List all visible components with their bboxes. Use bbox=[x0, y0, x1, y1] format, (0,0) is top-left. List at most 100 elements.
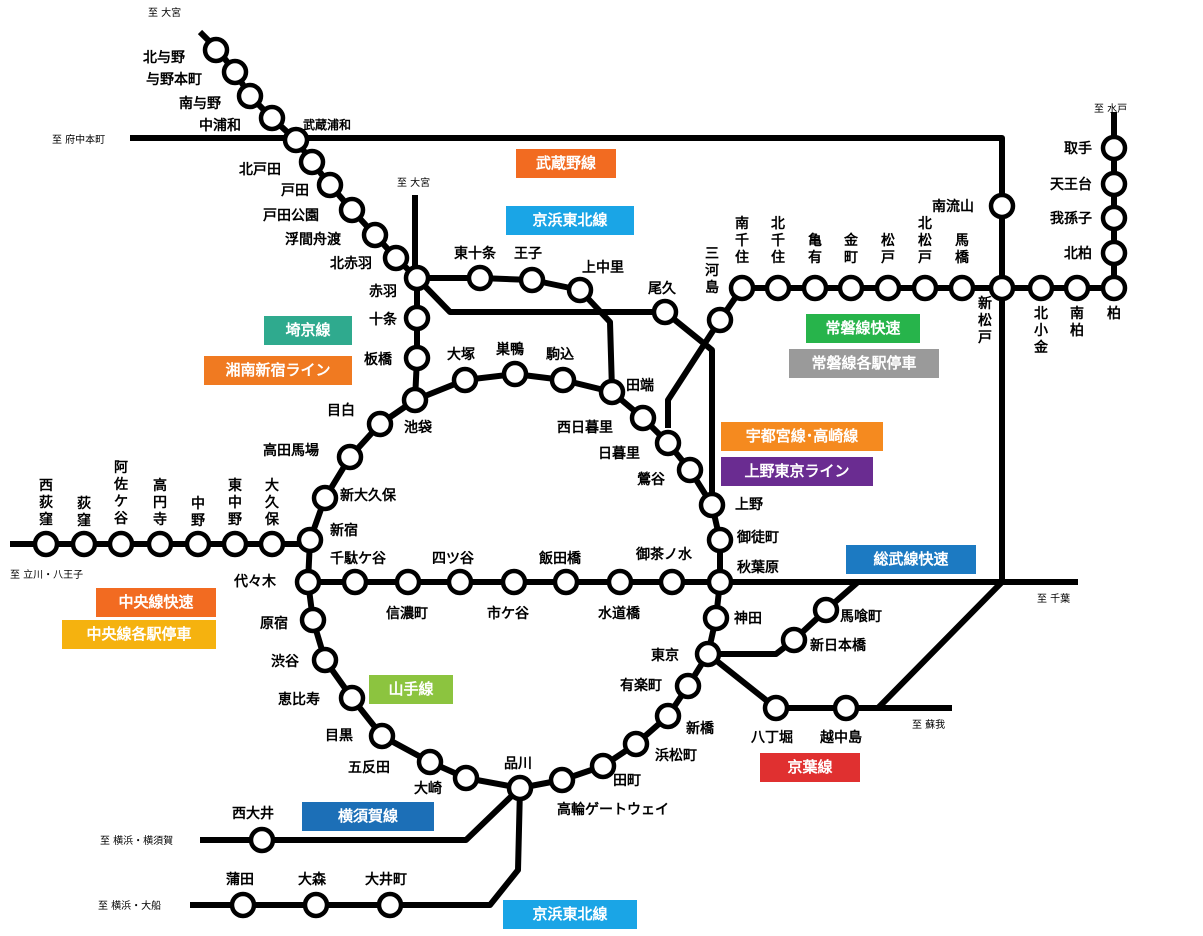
station-bakurocho[interactable] bbox=[812, 596, 840, 624]
station-kita-matsudo[interactable] bbox=[911, 274, 939, 302]
station-nippori[interactable] bbox=[654, 429, 682, 457]
station-asagaya[interactable] bbox=[107, 530, 135, 558]
station-tennodai[interactable] bbox=[1100, 170, 1128, 198]
station-shinagawa[interactable] bbox=[506, 774, 534, 802]
station-ochanomizu[interactable] bbox=[658, 568, 686, 596]
station-toda-koen[interactable] bbox=[338, 196, 366, 224]
station-abiko[interactable] bbox=[1100, 204, 1128, 232]
line-badge-utsunomiya-takasaki[interactable]: 宇都宮線･高崎線 bbox=[721, 422, 883, 451]
line-badge-joban-local[interactable]: 常磐線各駅停車 bbox=[789, 349, 939, 378]
station-etchujima[interactable] bbox=[832, 694, 860, 722]
line-badge-sobu-rapid[interactable]: 総武線快速 bbox=[846, 545, 976, 574]
station-matsudo[interactable] bbox=[874, 274, 902, 302]
station-naka-urawa[interactable] bbox=[258, 104, 286, 132]
station-sendagaya[interactable] bbox=[341, 568, 369, 596]
station-kami-nakazato[interactable] bbox=[566, 276, 594, 304]
line-badge-musashino[interactable]: 武蔵野線 bbox=[516, 149, 616, 178]
station-yurakucho[interactable] bbox=[674, 672, 702, 700]
station-itabashi[interactable] bbox=[403, 344, 431, 372]
station-ikebukuro[interactable] bbox=[401, 386, 429, 414]
station-kita-kashiwa[interactable] bbox=[1100, 239, 1128, 267]
station-okachimachi[interactable] bbox=[706, 526, 734, 554]
station-shinjuku[interactable] bbox=[296, 526, 324, 554]
station-shin-matsudo[interactable] bbox=[988, 274, 1016, 302]
station-mejiro[interactable] bbox=[366, 410, 394, 438]
station-okubo[interactable] bbox=[258, 530, 286, 558]
station-kameari[interactable] bbox=[801, 274, 829, 302]
station-takanawa-gateway[interactable] bbox=[548, 766, 576, 794]
line-badge-yokosuka[interactable]: 横須賀線 bbox=[302, 802, 434, 831]
station-toride[interactable] bbox=[1100, 134, 1128, 162]
station-minami-kashiwa[interactable] bbox=[1063, 274, 1091, 302]
station-nishi-oi[interactable] bbox=[248, 826, 276, 854]
station-osaki[interactable] bbox=[452, 764, 480, 792]
station-kita-kogane[interactable] bbox=[1027, 274, 1055, 302]
station-otsuka[interactable] bbox=[451, 366, 479, 394]
station-toda[interactable] bbox=[316, 171, 344, 199]
station-minami-nagareyama[interactable] bbox=[988, 192, 1016, 220]
station-kita-senju[interactable] bbox=[764, 274, 792, 302]
station-yono-hommachi[interactable] bbox=[221, 58, 249, 86]
station-ogikubo[interactable] bbox=[70, 530, 98, 558]
station-hatchobori[interactable] bbox=[762, 694, 790, 722]
line-badge-keihin-tohoku-top[interactable]: 京浜東北線 bbox=[506, 206, 634, 235]
station-kanamachi[interactable] bbox=[837, 274, 865, 302]
line-badge-joban-rapid[interactable]: 常磐線快速 bbox=[806, 314, 920, 343]
station-kita-yono[interactable] bbox=[202, 36, 230, 64]
line-badge-keihin-tohoku-bottom[interactable]: 京浜東北線 bbox=[503, 900, 637, 929]
line-badge-chuo-local[interactable]: 中央線各駅停車 bbox=[62, 620, 216, 649]
station-oimachi[interactable] bbox=[376, 891, 404, 919]
station-mikawashima[interactable] bbox=[706, 306, 734, 334]
station-tamachi[interactable] bbox=[589, 752, 617, 780]
station-shimbashi[interactable] bbox=[654, 702, 682, 730]
line-badge-keiyo[interactable]: 京葉線 bbox=[760, 753, 860, 782]
line-badge-saikyo[interactable]: 埼京線 bbox=[264, 316, 352, 345]
station-yotsuya[interactable] bbox=[446, 568, 474, 596]
station-nishi-nippori[interactable] bbox=[629, 404, 657, 432]
station-yoyogi[interactable] bbox=[294, 568, 322, 596]
station-kita-toda[interactable] bbox=[298, 148, 326, 176]
station-tabata[interactable] bbox=[598, 378, 626, 406]
station-ichigaya[interactable] bbox=[500, 568, 528, 596]
station-ukima-funado[interactable] bbox=[361, 221, 389, 249]
station-tokyo[interactable] bbox=[694, 640, 722, 668]
line-badge-chuo-rapid[interactable]: 中央線快速 bbox=[96, 588, 216, 617]
station-uguisudani[interactable] bbox=[676, 456, 704, 484]
station-komagome[interactable] bbox=[549, 366, 577, 394]
station-jujo[interactable] bbox=[403, 304, 431, 332]
station-minami-senju[interactable] bbox=[728, 274, 756, 302]
station-meguro[interactable] bbox=[368, 722, 396, 750]
station-harajuku[interactable] bbox=[299, 606, 327, 634]
line-badge-shonan-shinjuku[interactable]: 湘南新宿ライン bbox=[204, 356, 352, 385]
station-gotanda[interactable] bbox=[416, 748, 444, 776]
station-sugamo[interactable] bbox=[501, 360, 529, 388]
station-ebisu[interactable] bbox=[338, 684, 366, 712]
station-nishi-ogikubo[interactable] bbox=[32, 530, 60, 558]
station-suidobashi[interactable] bbox=[606, 568, 634, 596]
station-takadanobaba[interactable] bbox=[336, 443, 364, 471]
station-hamamatsucho[interactable] bbox=[622, 730, 650, 758]
line-badge-ueno-tokyo[interactable]: 上野東京ライン bbox=[721, 457, 873, 486]
station-higashi-jujo[interactable] bbox=[466, 264, 494, 292]
station-minami-yono[interactable] bbox=[236, 82, 264, 110]
station-higashi-nakano[interactable] bbox=[221, 530, 249, 558]
station-akihabara[interactable] bbox=[706, 568, 734, 596]
station-kashiwa[interactable] bbox=[1100, 274, 1128, 302]
station-shin-nihombashi[interactable] bbox=[780, 626, 808, 654]
station-kita-akabane[interactable] bbox=[382, 244, 410, 272]
station-shin-okubo[interactable] bbox=[311, 484, 339, 512]
station-omori[interactable] bbox=[302, 891, 330, 919]
station-ueno[interactable] bbox=[698, 491, 726, 519]
station-shibuya[interactable] bbox=[311, 646, 339, 674]
station-shinanomachi[interactable] bbox=[394, 568, 422, 596]
station-oku[interactable] bbox=[651, 298, 679, 326]
station-musashi-urawa[interactable] bbox=[282, 126, 310, 154]
station-mabashi[interactable] bbox=[948, 274, 976, 302]
station-akabane[interactable] bbox=[403, 264, 431, 292]
station-koenji[interactable] bbox=[146, 530, 174, 558]
station-iidabashi[interactable] bbox=[552, 568, 580, 596]
station-kanda[interactable] bbox=[702, 604, 730, 632]
line-badge-yamanote[interactable]: 山手線 bbox=[369, 675, 453, 704]
station-kamata[interactable] bbox=[229, 891, 257, 919]
station-oji[interactable] bbox=[518, 266, 546, 294]
